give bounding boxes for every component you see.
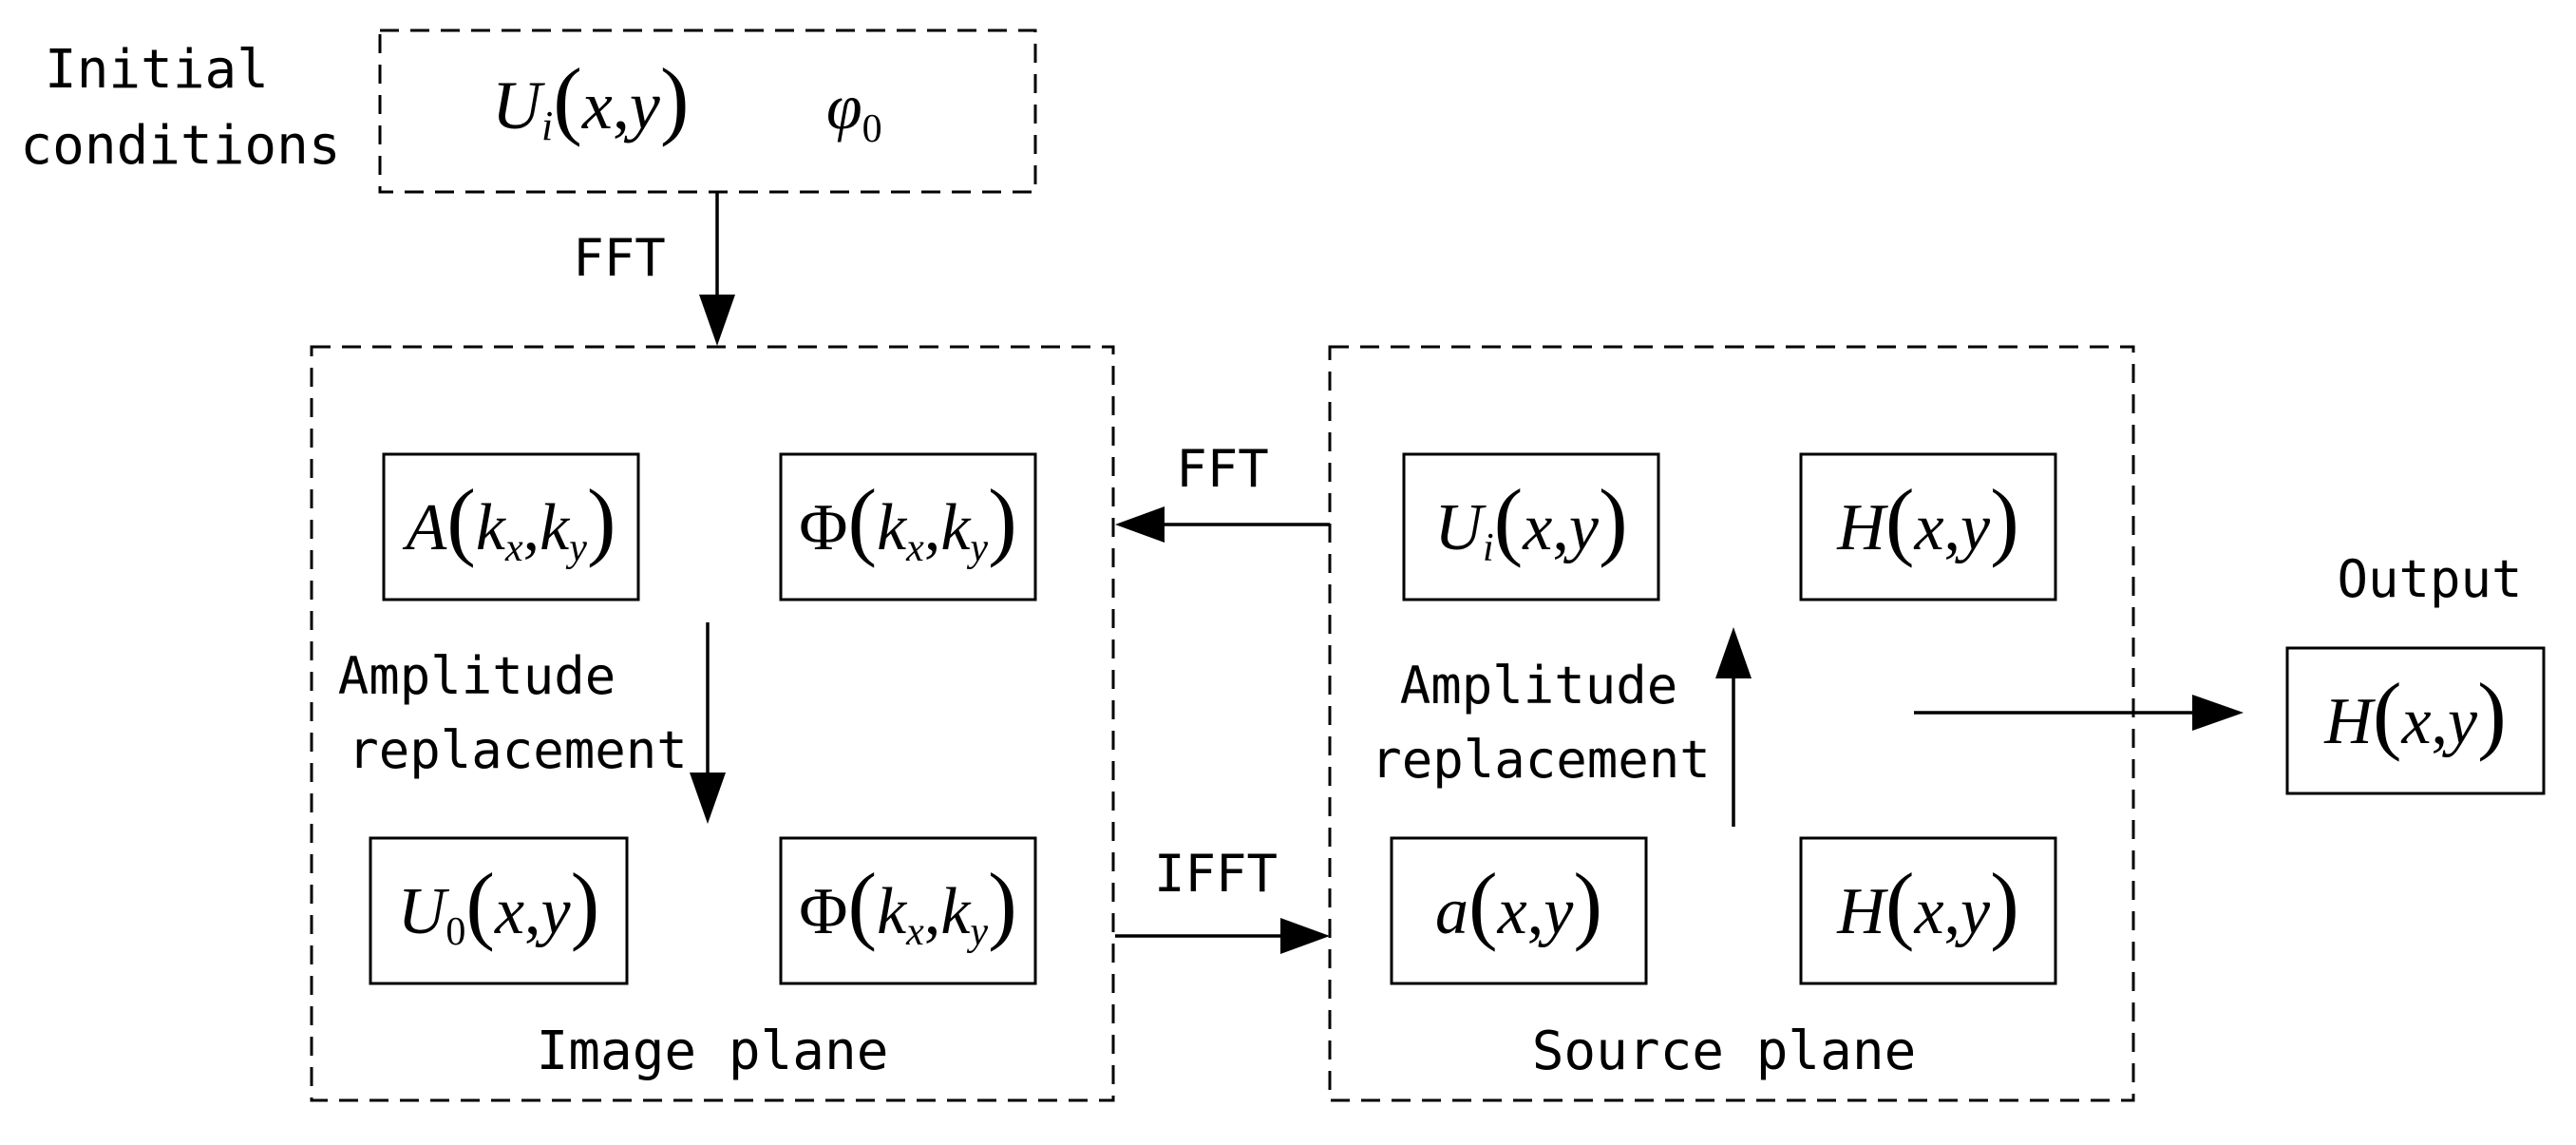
output-group: Output H(x,y) <box>2285 549 2546 795</box>
source-field-box <box>1402 452 1660 601</box>
phase-spectrum-box-top <box>779 452 1037 601</box>
source-plane-title: Source plane <box>1532 1021 1917 1082</box>
image-plane-title: Image plane <box>537 1021 889 1082</box>
source-plane-box <box>1328 345 2135 1102</box>
hologram-box-top <box>1799 452 2057 601</box>
initial-conditions-label-line2: conditions <box>20 115 340 177</box>
source-amplitude-label-line2: replacement <box>1371 730 1711 790</box>
phase-spectrum-formula-top: Φ(kx,ky) <box>799 471 1016 570</box>
hologram-formula-bottom: H(x,y) <box>1836 855 2019 952</box>
source-amplitude-label-line1: Amplitude <box>1400 656 1678 716</box>
fft-top-label: FFT <box>573 228 666 288</box>
image-amplitude-label-line2: replacement <box>348 720 688 780</box>
source-field-formula: Ui(x,y) <box>1434 471 1627 570</box>
hologram-box-bottom <box>1799 836 2057 985</box>
image-plane-box <box>310 345 1115 1102</box>
amplitude-field-box <box>1390 836 1648 985</box>
source-plane-group: Ui(x,y) H(x,y) Amplitude replacement a(x… <box>1328 345 2135 1102</box>
initial-phase-formula: φ0 <box>826 70 882 151</box>
initial-conditions-box <box>378 29 1037 194</box>
initial-field-formula: Ui(x,y) <box>492 50 689 149</box>
initial-conditions-label-line1: Initial <box>45 39 269 101</box>
svg-text:φ0: φ0 <box>826 70 882 151</box>
hologram-formula-top: H(x,y) <box>1836 471 2019 568</box>
fft-top-arrow <box>699 192 735 346</box>
fft-middle-label: FFT <box>1176 439 1269 499</box>
output-formula: H(x,y) <box>2323 665 2507 762</box>
image-amplitude-label-line1: Amplitude <box>338 646 616 706</box>
image-replacement-arrow-head <box>690 773 726 824</box>
ifft-middle-label: IFFT <box>1154 844 1278 904</box>
output-label: Output <box>2337 549 2522 609</box>
svg-text:Ui(x,y): Ui(x,y) <box>492 50 689 149</box>
amplitude-spectrum-box <box>382 452 640 601</box>
source-replacement-arrow-head <box>1715 627 1752 678</box>
image-plane-group: A(kx,ky) Φ(kx,ky) Amplitude replacement … <box>310 345 1115 1102</box>
ifft-middle-arrow <box>1115 918 1330 954</box>
object-field-box <box>369 836 629 985</box>
output-box <box>2285 646 2546 795</box>
object-field-formula: U0(x,y) <box>398 855 600 954</box>
phase-spectrum-formula-bottom: Φ(kx,ky) <box>799 855 1016 954</box>
amplitude-spectrum-formula: A(kx,ky) <box>402 471 616 570</box>
initial-conditions-group: Initial conditions Ui(x,y) φ0 <box>20 29 1037 194</box>
fft-middle-arrow <box>1115 506 1330 543</box>
output-arrow <box>1914 695 2244 731</box>
phase-spectrum-box-bottom <box>779 836 1037 985</box>
amplitude-field-formula: a(x,y) <box>1435 855 1602 952</box>
